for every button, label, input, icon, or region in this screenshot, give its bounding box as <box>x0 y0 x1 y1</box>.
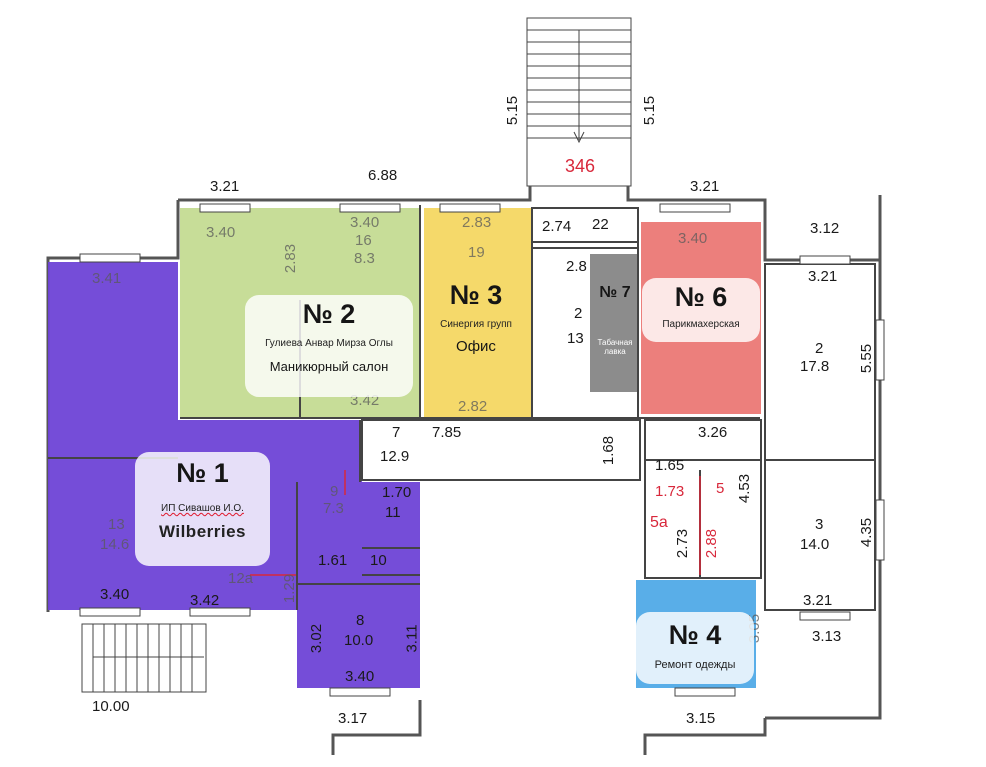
unit-6-label: № 6 Парикмахерская <box>642 278 760 342</box>
dim-3: 3 <box>815 516 824 533</box>
dim-2-73: 2.73 <box>674 528 692 559</box>
unit-1-label: № 1 ИП Сивашов И.О. Wilberries <box>135 452 270 566</box>
dim-3-21-b: 3.21 <box>803 592 833 609</box>
unit-2-name: Маникюрный салон <box>269 359 389 374</box>
dim-3-40-u2: 3.40 <box>206 224 236 241</box>
unit-3-name: Офис <box>456 338 496 355</box>
unit-4-number: № 4 <box>668 620 722 650</box>
dim-346: 346 <box>565 156 596 176</box>
unit-6-number: № 6 <box>674 282 728 312</box>
dim-1-29: 1.29 <box>281 573 299 604</box>
dim-3-17: 3.17 <box>338 710 368 727</box>
unit-4-name: Ремонт одежды <box>654 659 736 671</box>
unit-7-name: Табачная лавка <box>597 338 633 356</box>
unit-7-label: № 7 Табачная лавка <box>588 278 642 378</box>
dim-16: 16 <box>355 232 372 249</box>
dim-3-11: 3.11 <box>403 624 421 653</box>
dim-3-41: 3.41 <box>92 270 122 287</box>
dim-1-65: 1.65 <box>655 457 685 474</box>
dim-22: 22 <box>592 216 609 233</box>
unit-7-area <box>590 254 638 392</box>
dim-14-6: 14.6 <box>100 536 130 553</box>
unit-3-label: № 3 Синергия групп Офис <box>422 274 530 372</box>
red-markers <box>250 470 701 576</box>
dim-8: 8 <box>356 612 365 629</box>
dim-6-88: 6.88 <box>368 167 398 184</box>
unit-1-number: № 1 <box>176 458 229 488</box>
dim-3-26: 3.26 <box>698 424 728 441</box>
dim-3-12: 3.12 <box>810 220 840 237</box>
dim-4-53: 4.53 <box>736 473 754 504</box>
dim-2-82: 2.82 <box>458 398 488 415</box>
unit-1-name: Wilberries <box>158 522 247 541</box>
unit-3-number: № 3 <box>449 280 503 310</box>
dim-1-70: 1.70 <box>382 484 412 501</box>
unit-3-area <box>424 208 532 418</box>
dim-5-15-left: 5.15 <box>504 95 522 126</box>
dim-10-00: 10.00 <box>92 698 130 715</box>
dim-3-13: 3.13 <box>812 628 842 645</box>
dim-11: 11 <box>385 504 401 521</box>
dim-13: 13 <box>567 330 584 347</box>
dim-7-3: 7.3 <box>323 500 344 517</box>
dim-3-02: 3.02 <box>308 623 326 654</box>
dim-2-8: 2.8 <box>566 258 587 275</box>
dim-5-15-right: 5.15 <box>641 95 659 126</box>
dim-1-73: 1.73 <box>655 483 685 500</box>
dim-3-40-u2b: 3.40 <box>350 214 380 231</box>
dim-17-8: 17.8 <box>800 358 830 375</box>
dim-3-40-u6: 3.40 <box>678 230 708 247</box>
dim-3-21-tr: 3.21 <box>690 178 720 195</box>
unit-6-name: Парикмахерская <box>662 319 740 330</box>
dim-2-74: 2.74 <box>542 218 572 235</box>
dim-5-55: 5.55 <box>858 343 876 374</box>
dim-8-3: 8.3 <box>354 250 375 267</box>
dim-2-83-v: 2.83 <box>282 243 300 274</box>
stair-bottom <box>81 623 207 693</box>
unit-2-label: № 2 Гулиева Анвар Мирза Оглы Маникюрный … <box>245 295 413 397</box>
dim-3-40-b: 3.40 <box>345 668 375 685</box>
dim-3-21-r1: 3.21 <box>808 268 838 285</box>
dim-19: 19 <box>468 244 485 261</box>
unit-7-number: № 7 <box>599 284 631 301</box>
dim-5: 5 <box>716 480 725 497</box>
dim-2-83: 2.83 <box>462 214 492 231</box>
dim-5a: 5а <box>650 514 668 531</box>
dim-1-68: 1.68 <box>600 435 618 466</box>
dim-10: 10 <box>370 552 387 569</box>
dim-2-88: 2.88 <box>703 528 721 559</box>
unit-3-owner: Синергия групп <box>440 319 512 330</box>
windows <box>79 203 885 697</box>
dim-13-l: 13 <box>108 516 125 533</box>
unit-1-owner: ИП Сивашов И.О. <box>161 503 244 514</box>
dim-12-9: 12.9 <box>380 448 410 465</box>
dim-7-85: 7.85 <box>432 424 462 441</box>
unit-2-number: № 2 <box>302 299 356 329</box>
dim-3-21-tl: 3.21 <box>210 178 240 195</box>
dim-4-35: 4.35 <box>858 517 876 548</box>
unit-2-owner: Гулиева Анвар Мирза Оглы <box>265 338 393 349</box>
stair-top <box>526 17 632 187</box>
dim-9: 9 <box>330 483 339 500</box>
dim-10-0: 10.0 <box>344 632 374 649</box>
dim-3-40-bl: 3.40 <box>100 586 130 603</box>
dim-14-0: 14.0 <box>800 536 830 553</box>
dim-12a: 12а <box>228 570 254 587</box>
dim-3-42-bl: 3.42 <box>190 592 220 609</box>
dim-2-r: 2 <box>815 340 824 357</box>
dim-3-15: 3.15 <box>686 710 716 727</box>
dim-2: 2 <box>574 305 583 322</box>
unit-4-label: № 4 Ремонт одежды <box>636 612 754 684</box>
dim-1-61: 1.61 <box>318 552 348 569</box>
dim-7: 7 <box>392 424 401 441</box>
